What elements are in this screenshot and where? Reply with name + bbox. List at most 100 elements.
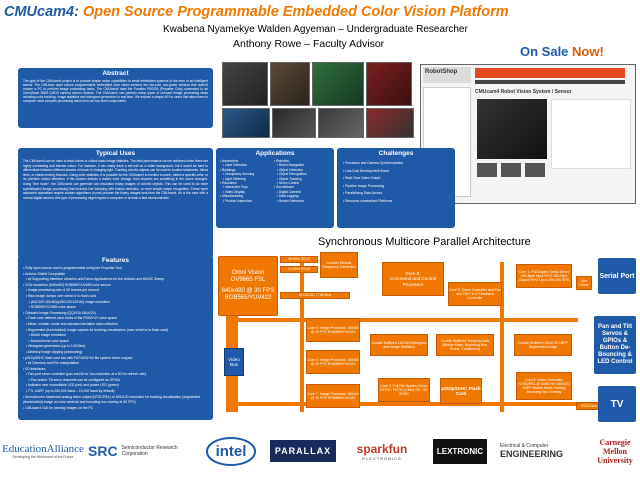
education-alliance-sub: Developing the Workforce of the Future (12, 455, 74, 459)
challenges-panel: Challenges • Processor and Camera Synchr… (337, 148, 455, 228)
education-alliance-logo: EducationAlliance Developing the Workfor… (2, 426, 84, 476)
thumb-3 (525, 163, 545, 177)
feature-item: • Onboard Image Processing (QQVGA 160x12… (23, 310, 96, 315)
thumb-2 (501, 163, 521, 177)
core0-title: Core 0: (405, 270, 421, 276)
applications-item: • Sensor Networks (274, 198, 304, 203)
tv-block: TV (598, 386, 636, 422)
feature-item: • w/ Supporting Interface Libraries and … (23, 277, 164, 282)
pclk-label: 24 MHz PCLK (280, 266, 318, 273)
sccb-bus-label: SCCB I2C / TWI Bus (280, 292, 350, 299)
feature-item: • Raw image dumps over serial or to flas… (23, 293, 96, 298)
applications-item: • Automotive (220, 159, 239, 163)
core4-block: Core 4: Image Processor 160x60 @ 30 FPS … (306, 350, 360, 374)
feature-item: • VGA resolution (640x480) RGB565/YUV655… (23, 282, 111, 287)
bus-vertical-1 (300, 262, 304, 412)
board-photo-3 (312, 62, 364, 106)
abstract-panel: Abstract The goal of the CMUcam4 project… (18, 68, 213, 128)
omni-vision-label: Omni Vision (231, 270, 265, 276)
thumb-1 (477, 163, 497, 177)
applications-item: • Education (220, 181, 237, 186)
abstract-body: The goal of the CMUcam4 project is to pr… (23, 79, 208, 104)
feature-item: • w/ Directory and File manipulation (23, 361, 80, 366)
title-description: Open Source Programmable Embedded Color … (78, 4, 509, 20)
video-bus-label: Video Bus (224, 348, 244, 376)
applications-item: • Interactive Toys (220, 185, 248, 190)
board-photo-7 (318, 108, 364, 138)
on-sale-banner: On Sale Now! (520, 44, 604, 59)
core3-block: Core 3: Image Processor 160x60 @ 30 FPS … (306, 318, 360, 342)
typical-uses-panel: Typical Uses The CMUcam4 can be used to … (18, 148, 213, 258)
bus-horizontal-2 (238, 402, 578, 406)
features-panel: Features • Fully open source and re-prog… (18, 255, 213, 420)
applications-columns: • Automotive • Lane Detection• Buildings… (216, 159, 334, 203)
board-photo-1 (222, 62, 268, 106)
parallax-logo: PARALLAX (268, 426, 338, 476)
applications-item: • Occupancy Sensing (220, 172, 255, 177)
line-driver-block: Line Driver (576, 276, 592, 290)
architecture-title: Synchronous Multicore Parallel Architect… (318, 236, 531, 248)
feature-item: • I/O Interfaces (23, 366, 46, 371)
feature-item: • Pan and/or Tilt servo channels can be … (23, 377, 120, 382)
sparkfun-sub: ELECTRONICS (362, 455, 402, 461)
store-name: RobotShop (425, 69, 458, 75)
product-details (551, 99, 631, 169)
feature-item: • TTL UART (up to 250,000 baud – 19,200 … (23, 389, 115, 394)
double-buffer-tracking: Double Buffered Tracking Data (Middle Ma… (436, 334, 494, 356)
education-alliance-name: EducationAlliance (2, 443, 84, 455)
typical-uses-body: The CMUcam4 can be used to track colors … (23, 159, 208, 200)
challenge-item: • Processor and Camera Synchronization (343, 161, 404, 165)
challenge-item: • Resource-constrained Platforms (343, 198, 393, 203)
applications-col-2: • Robotics • Robot Navigation • Object D… (274, 159, 330, 203)
store-banner (475, 68, 625, 78)
applications-item: • Servo Control (274, 181, 299, 186)
poster-title: CMUcam4: Open Source Programmable Embedd… (4, 4, 509, 20)
core2-block: Core 2: Full File System Driver FAT16 / … (378, 378, 430, 402)
feature-item: • Arbitrary image clipping (windowing) (23, 349, 83, 354)
feature-item: • RGB565/YUV655 color space (23, 305, 76, 310)
parallax-name: PARALLAX (269, 440, 337, 462)
features-heading: Features (101, 257, 130, 264)
applications-item: • Lane Detection (220, 163, 247, 168)
omni-vision-block: Omni Vision OV9665 FSL 640x480 @ 30 FPS … (218, 256, 278, 316)
feature-item: • CMUcam4 GUI for viewing images on the … (23, 405, 94, 410)
src-name: SRC (88, 443, 118, 459)
abstract-heading: Abstract (102, 70, 129, 77)
author-student: Kwabena Nyamekye Walden Agyeman – Underg… (163, 24, 468, 35)
feature-item: • (640:320:160:80)x(480:240:120:60) imag… (23, 299, 110, 304)
board-photo-6 (272, 108, 316, 138)
feature-item: • Histogram generation (up to 128 Bins) (23, 344, 86, 349)
challenge-item: • Pipeline Image Processing (343, 183, 385, 188)
feature-item: • Arduino Shield Compatible (23, 271, 66, 276)
core0-subtitle: Command and Control Processor (389, 276, 437, 287)
board-photo-2 (270, 62, 310, 106)
sparkfun-name: sparkfun (356, 441, 408, 456)
feature-item: • Monochrome color space (23, 338, 69, 343)
core6-block: Core 6: Video Generator NTSC/PAL @ 50/60… (516, 372, 572, 400)
on-sale-now: Now! (572, 44, 604, 59)
lextronic-logo: LEXTRONIC (424, 426, 496, 476)
feature-item: • Mean, median, mode and standard deviat… (23, 321, 118, 326)
applications-item: • Object Recognition (274, 172, 307, 177)
applications-item: • Surveillance (274, 185, 295, 190)
product-image (477, 99, 547, 159)
challenges-list: • Processor and Camera Synchronization • … (337, 159, 455, 206)
applications-item: • Robotics (274, 159, 289, 163)
challenge-item: • Parallelizing Data Access (343, 191, 383, 195)
applications-item: • Buildings (220, 167, 236, 172)
flash-card-block: µSD/µSDHC Flash Card (440, 378, 482, 404)
board-photo-8 (366, 108, 414, 138)
feature-item: • Indicator user controllable LED (red) … (23, 383, 119, 388)
double-buffer-segmented: Double Buffered 160x120 1BPP Segmented I… (514, 334, 572, 356)
sclk-label: 48 MHz SCLK (280, 256, 318, 263)
counter-module: Counter Module Frequency Generator (320, 252, 358, 278)
board-photo-5 (222, 108, 270, 138)
omni-model-label: OV9665 FSL (230, 277, 266, 283)
typical-uses-heading: Typical Uses (95, 150, 136, 157)
applications-item: • Video Display (220, 189, 245, 194)
ece-sub: ENGINEERING (500, 449, 564, 459)
src-sub: Semiconductor Research Corporation (121, 445, 178, 457)
on-sale-prefix: On Sale (520, 44, 573, 59)
double-buffer-histogram: Double Buffered 128 Bin Histogram and Im… (370, 334, 428, 356)
feature-item: • µSD/µSDHC flash card slot with FAT16/3… (23, 355, 133, 360)
